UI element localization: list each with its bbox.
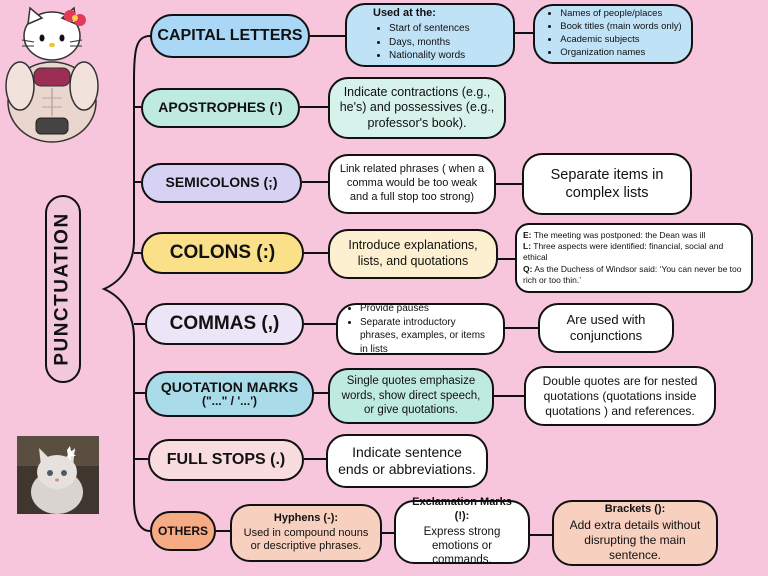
- commas-node: COMMAS (,): [145, 303, 304, 345]
- punctuation-title: PUNCTUATION: [52, 212, 74, 366]
- brackets-desc: Brackets (): Add extra details without d…: [552, 500, 718, 566]
- example-row: E: The meeting was postponed: the Dean w…: [523, 230, 706, 241]
- list-item: Book titles (main words only): [560, 21, 681, 34]
- capital-letters-label: CAPITAL LETTERS: [157, 27, 303, 44]
- list-item: Academic subjects: [560, 34, 681, 47]
- list-item: Days, months: [389, 36, 505, 50]
- colons-label: COLONS (:): [169, 242, 276, 264]
- others-label: OTHERS: [157, 523, 208, 538]
- example-row: L: Three aspects were identified: financ…: [523, 241, 724, 263]
- kitten-photo: [17, 436, 99, 514]
- exclamation-title: Exclamation Marks (!):: [412, 496, 512, 522]
- list-item: Organization names: [560, 47, 681, 60]
- colons-node: COLONS (:): [141, 232, 304, 274]
- capital-letters-used-title: Used at the:: [373, 7, 436, 20]
- punctuation-title-box: PUNCTUATION: [45, 195, 81, 383]
- quotation-marks-desc: Single quotes emphasize words, show dire…: [328, 368, 494, 424]
- full-stops-desc: Indicate sentence ends or abbreviations.: [326, 434, 488, 488]
- list-item: Start of sentences: [389, 22, 505, 36]
- semicolons-desc-2: Separate items in complex lists: [522, 153, 692, 215]
- semicolons-label: SEMICOLONS (;): [165, 174, 278, 191]
- capital-letters-more: Names of people/places Book titles (main…: [533, 4, 693, 64]
- commas-desc-2: Are used with conjunctions: [538, 303, 674, 353]
- others-node: OTHERS: [150, 511, 216, 551]
- semicolons-node: SEMICOLONS (;): [141, 163, 302, 203]
- colons-examples: E: The meeting was postponed: the Dean w…: [515, 223, 753, 293]
- main-brace: [101, 35, 151, 532]
- apostrophes-desc: Indicate contractions (e.g., he's) and p…: [328, 77, 506, 139]
- full-stops-label: FULL STOPS (.): [166, 451, 286, 468]
- muscular-kitty-image: [5, 6, 99, 143]
- list-item: Provide pauses: [360, 302, 495, 316]
- list-item: Separate introductory phrases, examples,…: [360, 316, 495, 357]
- apostrophes-node: APOSTROPHES (‘): [141, 88, 300, 128]
- quotation-marks-desc-2: Double quotes are for nested quotations …: [524, 366, 716, 426]
- brackets-title: Brackets ():: [604, 503, 666, 516]
- quotation-marks-node: QUOTATION MARKS ("..." / '...'): [145, 371, 314, 417]
- colons-desc: Introduce explanations, lists, and quota…: [328, 229, 498, 279]
- capital-letters-uses: Used at the: Start of sentences Days, mo…: [345, 3, 515, 67]
- quotation-marks-label: QUOTATION MARKS: [160, 378, 299, 395]
- list-item: Names of people/places: [560, 8, 681, 21]
- exclamation-desc: Exclamation Marks (!): Express strong em…: [394, 496, 530, 566]
- apostrophes-label: APOSTROPHES (‘): [158, 99, 283, 116]
- list-item: Nationality words: [389, 49, 505, 63]
- hyphens-title: Hyphens (-):: [273, 511, 339, 524]
- commas-label: COMMAS (,): [169, 313, 280, 335]
- commas-desc: Provide pauses Separate introductory phr…: [336, 303, 505, 355]
- semicolons-desc: Link related phrases ( when a comma woul…: [328, 154, 496, 214]
- hyphens-desc: Hyphens (-): Used in compound nouns or d…: [230, 504, 382, 562]
- capital-letters-node: CAPITAL LETTERS: [150, 14, 310, 58]
- example-row: Q: As the Duchess of Windsor said: ‘You …: [523, 263, 742, 285]
- full-stops-node: FULL STOPS (.): [148, 439, 304, 481]
- quotation-marks-sub: ("..." / '...'): [201, 394, 258, 409]
